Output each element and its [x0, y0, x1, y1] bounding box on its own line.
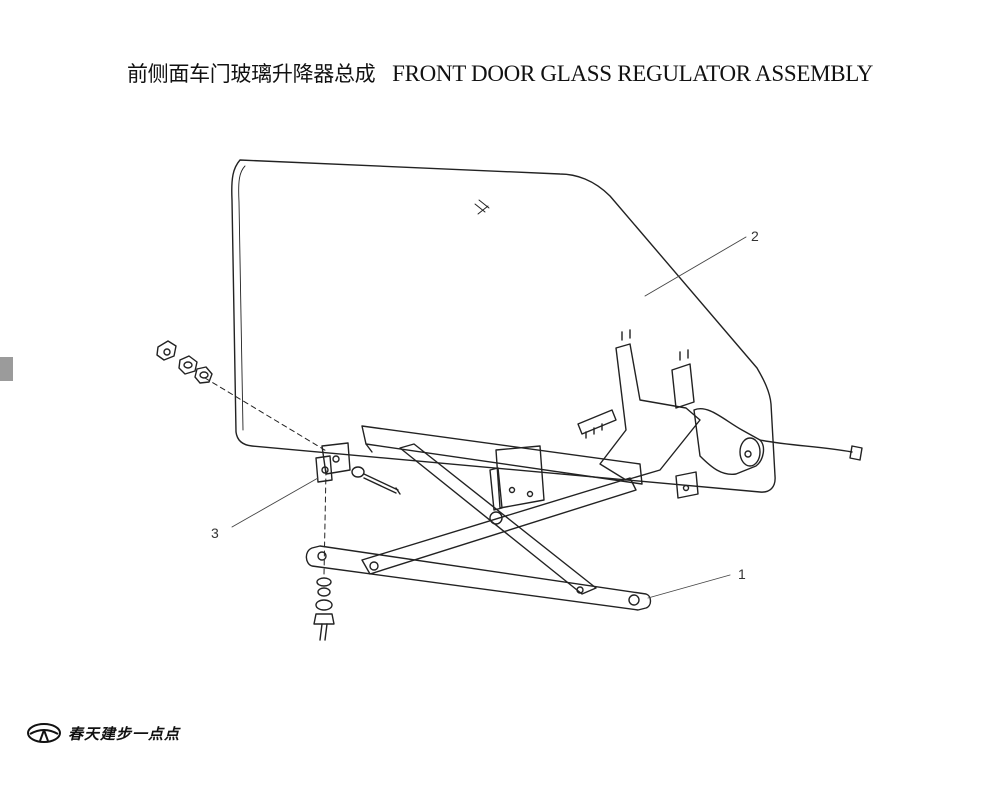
page-side-tab	[0, 357, 13, 381]
regulator-arm-assembly	[305, 329, 863, 611]
steering-wheel-logo-icon	[27, 723, 61, 743]
bottom-fastener-stack	[313, 577, 335, 641]
title-english: FRONT DOOR GLASS REGULATOR ASSEMBLY	[392, 61, 874, 86]
callout-3: 3	[211, 525, 219, 541]
page-title: 前侧面车门玻璃升降器总成 FRONT DOOR GLASS REGULATOR …	[0, 58, 1000, 88]
leader-2	[644, 236, 747, 297]
assembly-guide-lines	[204, 377, 329, 576]
glass-clip-fasteners	[156, 340, 213, 384]
leader-3	[231, 477, 319, 528]
brand-text: 春天建步一点点	[68, 724, 181, 743]
mounting-bracket	[315, 442, 401, 495]
footer-brand: 春天建步一点点	[26, 720, 180, 746]
callout-1: 1	[738, 566, 746, 582]
leader-1	[647, 574, 731, 599]
callout-2: 2	[751, 228, 759, 244]
title-chinese: 前侧面车门玻璃升降器总成	[126, 62, 376, 86]
callout-leaders	[231, 236, 747, 599]
door-glass	[231, 159, 776, 493]
